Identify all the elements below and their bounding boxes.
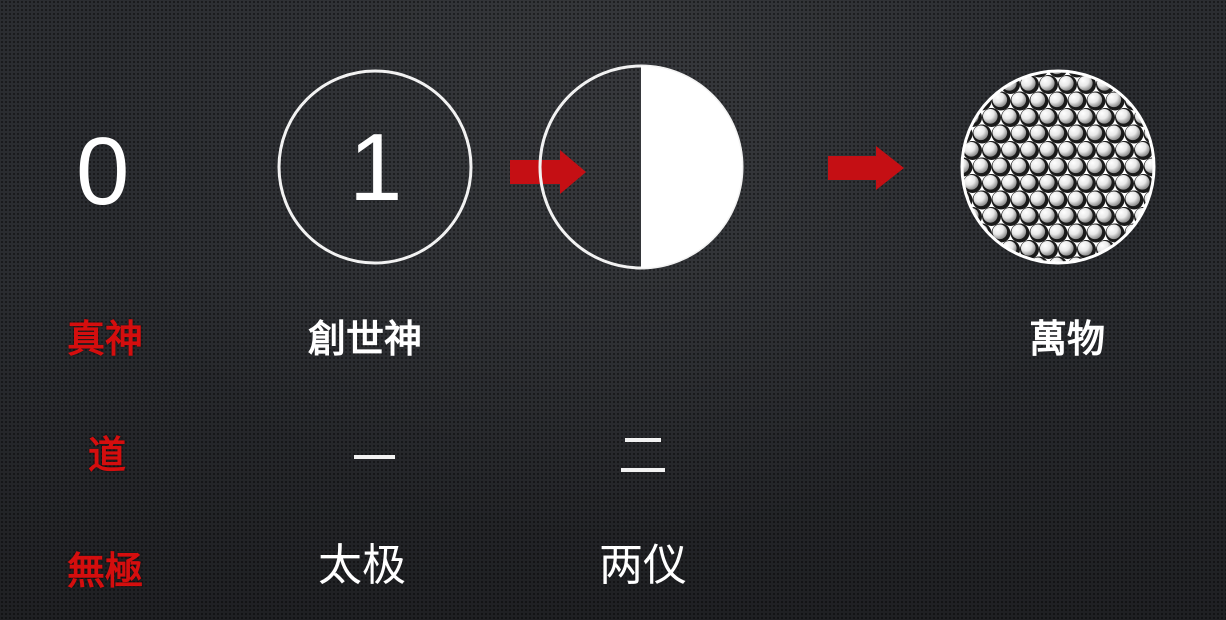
wuji-label: 無極 <box>67 549 144 593</box>
liangyi-label: 两仪 <box>599 540 687 591</box>
true-god-label: 真神 <box>67 317 144 361</box>
creator-god-label: 創世神 <box>308 317 423 361</box>
zero-numeral: 0 <box>76 118 130 225</box>
red-arrow-icon <box>828 146 904 190</box>
red-arrow-icon <box>510 150 586 194</box>
dao-label: 道 <box>88 433 127 477</box>
circle-outline-icon <box>277 69 473 265</box>
er-two-strokes <box>621 438 665 474</box>
one-numeral: 1 <box>349 114 403 221</box>
clustered-spheres-icon <box>960 69 1156 265</box>
yi-one-stroke <box>354 455 395 459</box>
all-things-label: 萬物 <box>1029 317 1106 361</box>
half-filled-circle-icon <box>538 64 744 270</box>
taiji-label: 太极 <box>318 540 406 591</box>
